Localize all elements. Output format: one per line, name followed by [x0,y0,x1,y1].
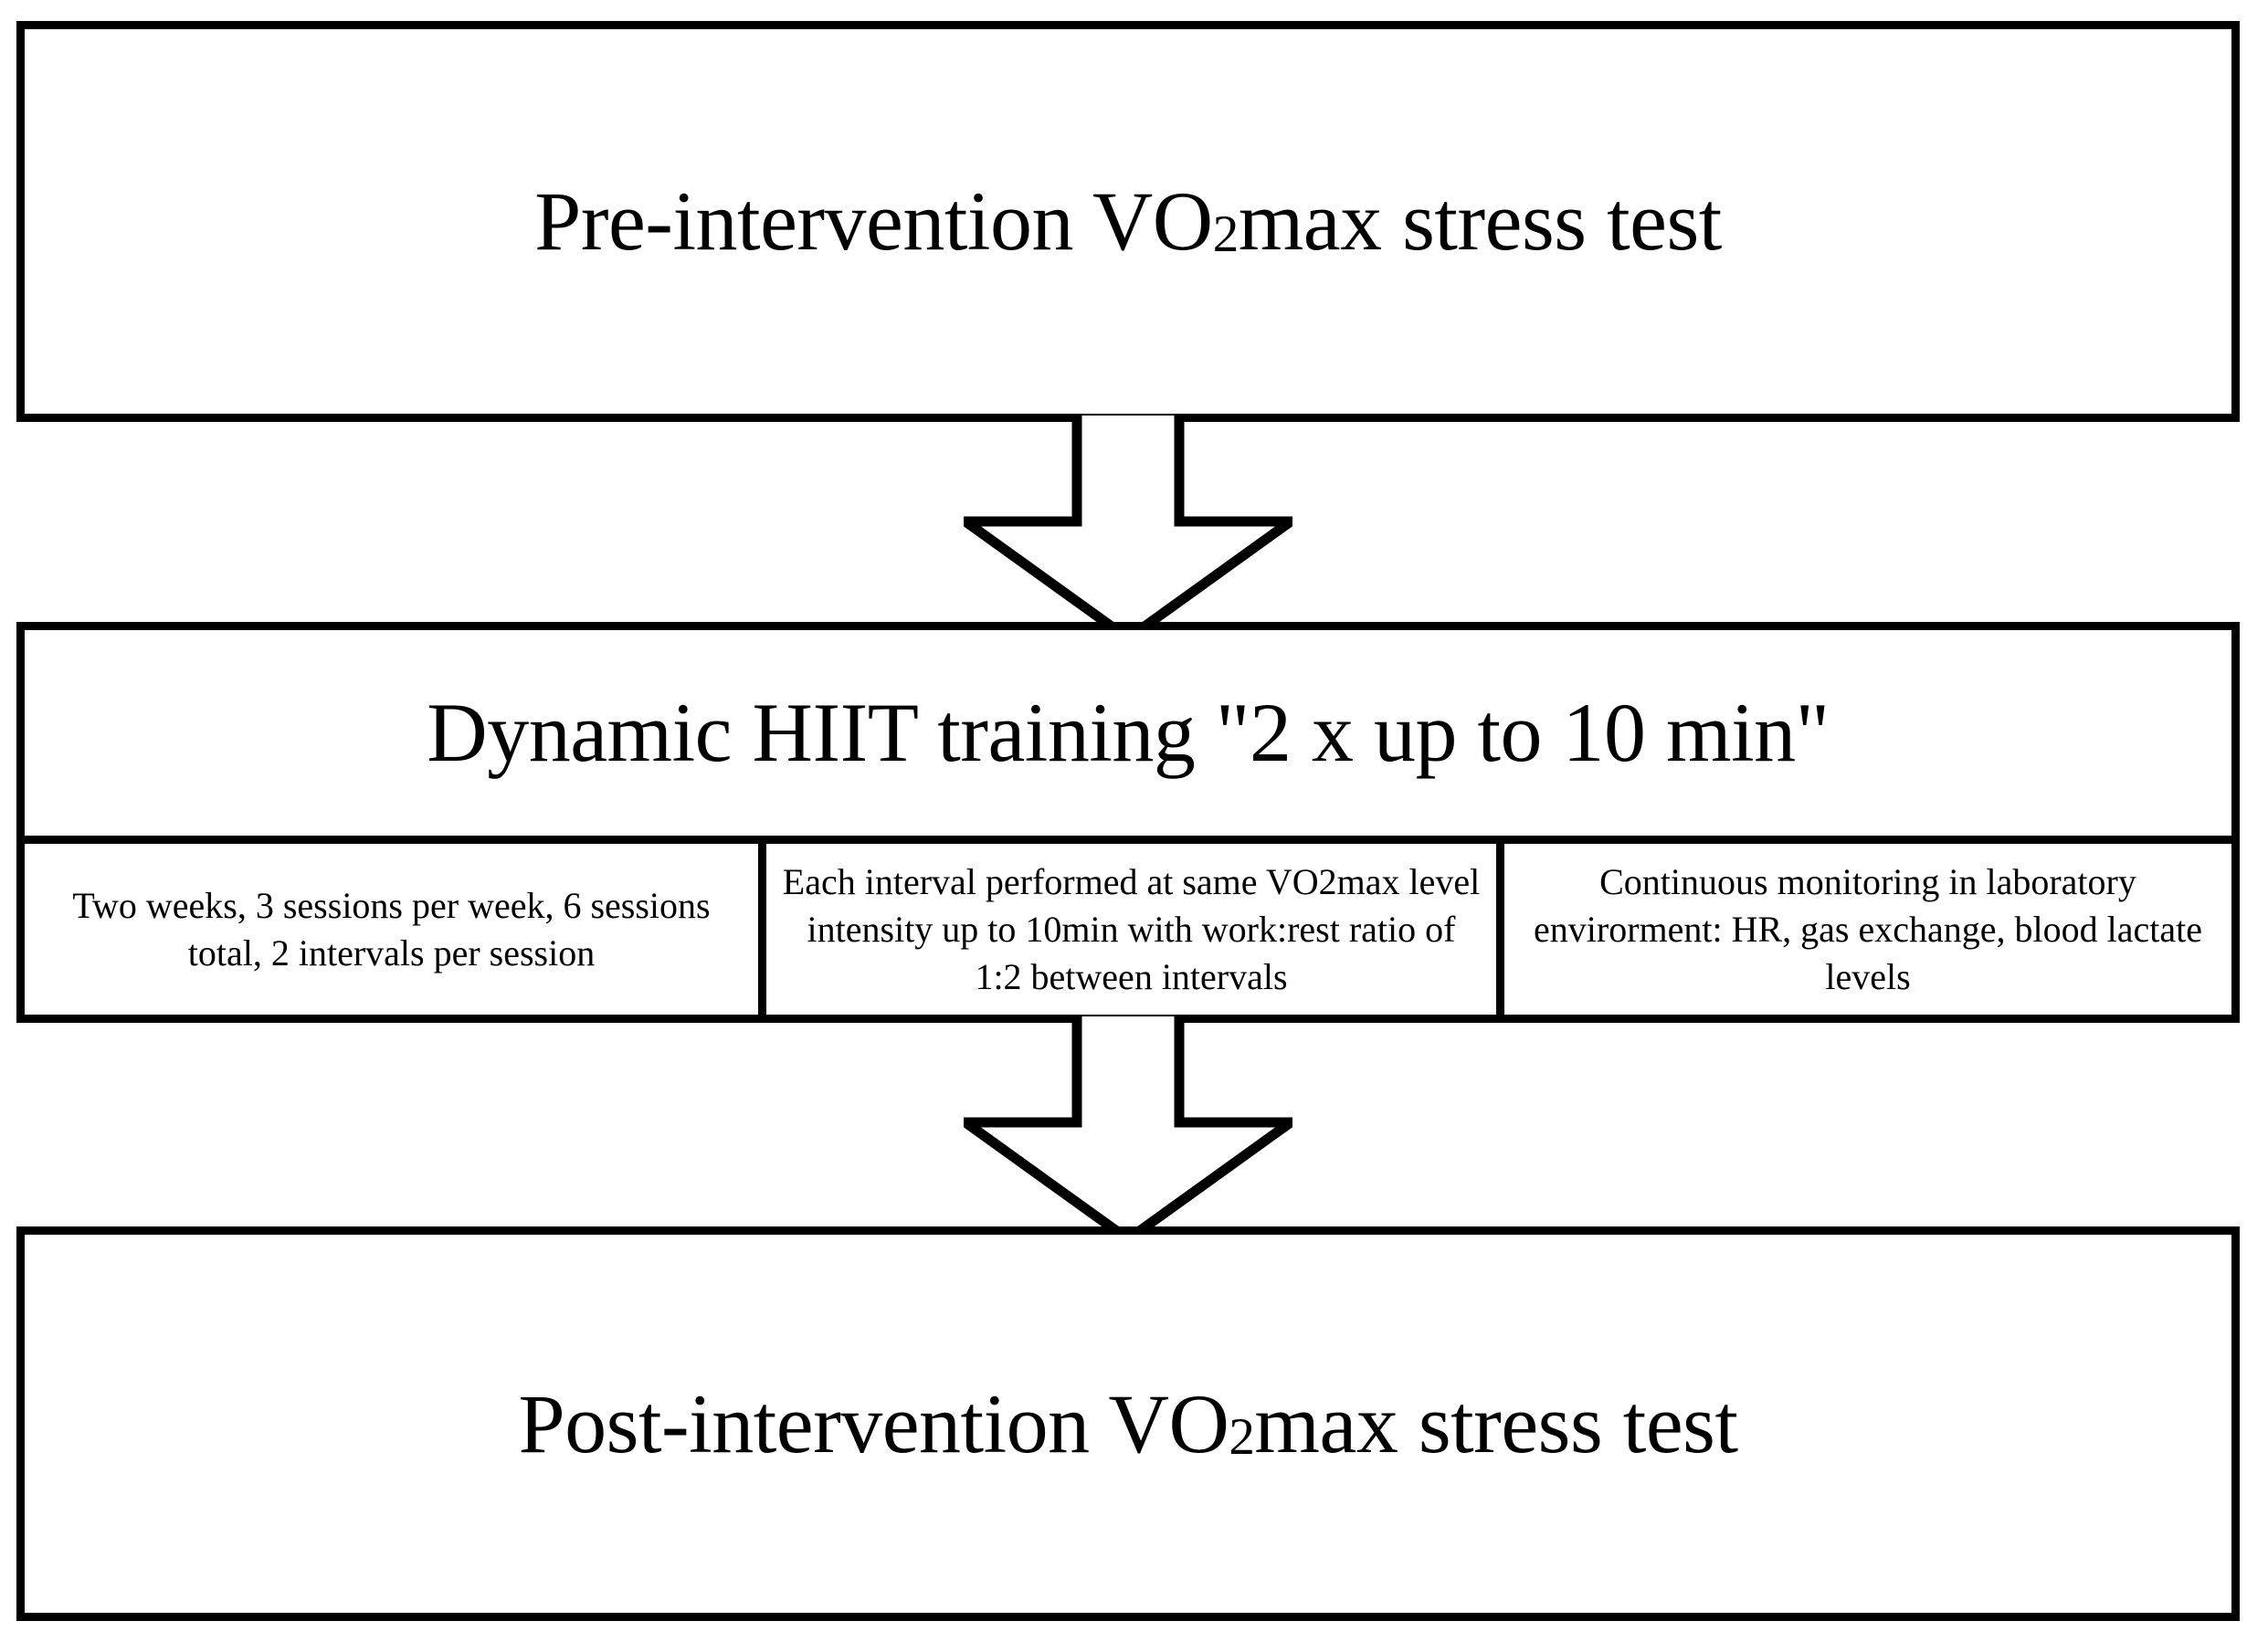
hiit-detail-cell-monitoring: Continuous monitoring in laboratory envi… [1496,844,2231,1015]
step-title-pre-text-suffix: max stress test [1238,174,1723,268]
hiit-detail-cell-sessions: Two weeks, 3 sessions per week, 6 sessio… [25,844,758,1015]
down-arrow-icon [964,416,1292,644]
step-title-dynamic-hiit: Dynamic HIIT training "2 x up to 10 min" [427,686,1830,780]
hiit-detail-cell-intensity: Each interval performed at same VO2max l… [758,844,1496,1015]
step-title-pre-subscript: 2 [1212,205,1239,264]
connector-hiit-to-post [964,1016,1292,1245]
step-title-post-text-prefix: Post-intervention VO [518,1376,1229,1470]
step-title-pre-text-prefix: Pre-intervention VO [534,174,1213,268]
hiit-detail-row: Two weeks, 3 sessions per week, 6 sessio… [25,836,2231,1015]
step-title-post-subscript: 2 [1229,1407,1255,1466]
step-box-dynamic-hiit: Dynamic HIIT training "2 x up to 10 min"… [16,622,2240,1023]
connector-pre-to-hiit [964,416,1292,644]
down-arrow-icon [964,1016,1292,1245]
step-title-post-text-suffix: max stress test [1254,1376,1738,1470]
